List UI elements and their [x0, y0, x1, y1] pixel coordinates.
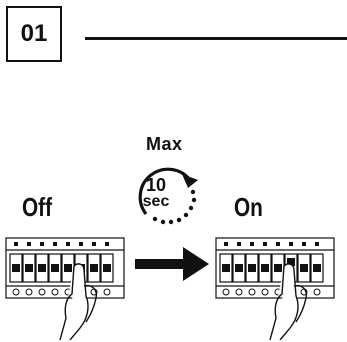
step-number: 01	[20, 20, 48, 47]
breaker-panel-hand-icon	[5, 237, 125, 340]
off-label: Off	[22, 192, 53, 222]
breaker-panel-hand-icon	[215, 237, 335, 340]
step-number-box: 01	[6, 6, 62, 62]
step-divider-line	[85, 37, 347, 40]
timer-unit: sec	[142, 193, 170, 210]
right-arrow-icon	[135, 247, 209, 281]
timer-value: 10	[145, 175, 167, 195]
on-label: On	[234, 192, 263, 222]
circular-timer-icon	[138, 167, 198, 225]
max-label: Max	[146, 134, 183, 154]
